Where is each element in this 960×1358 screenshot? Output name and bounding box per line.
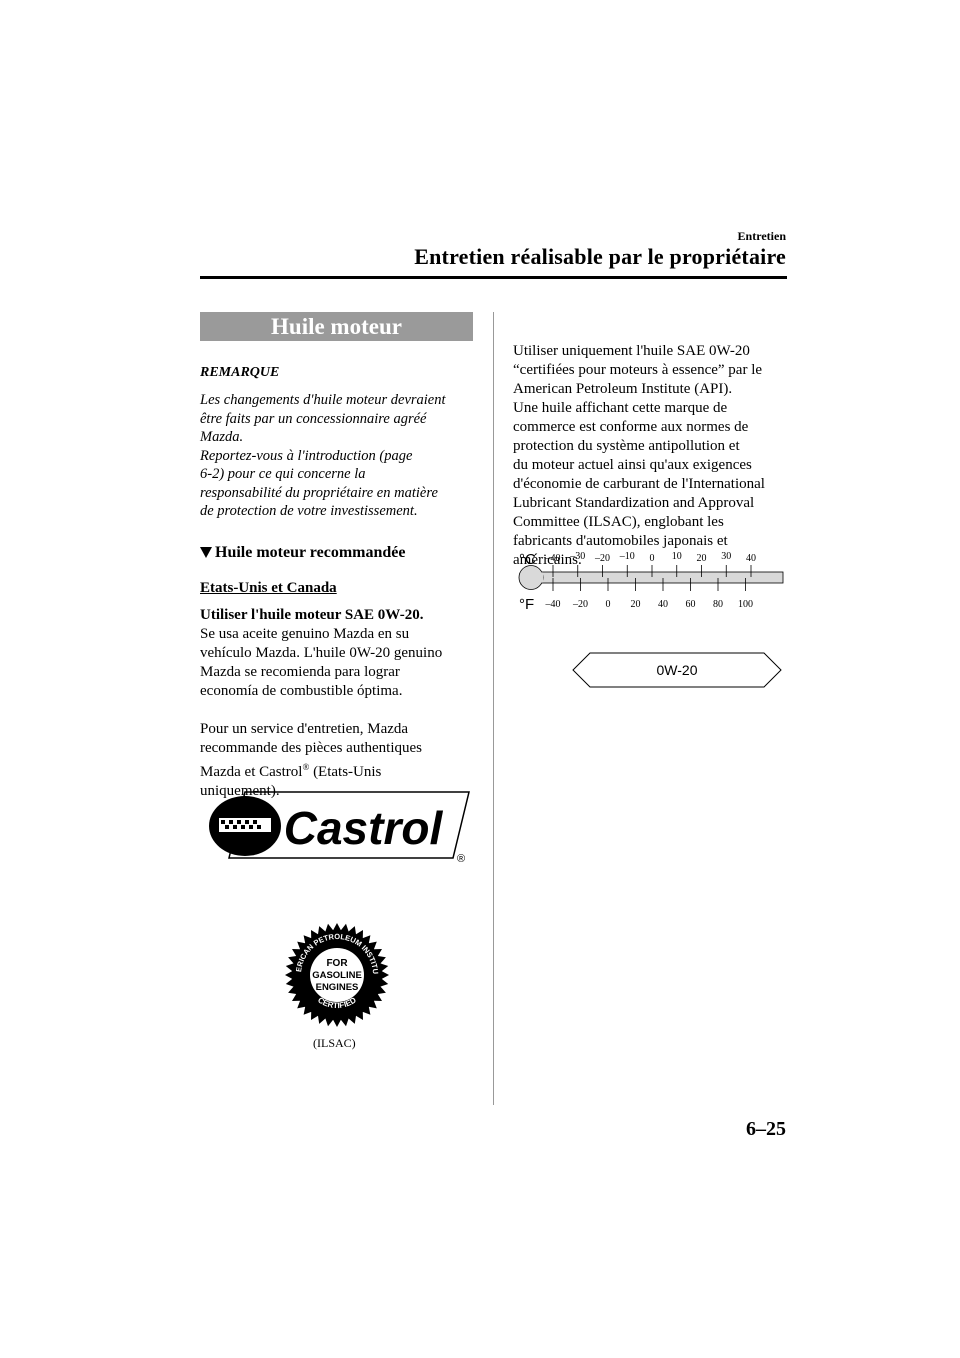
- para-line: Mazda se recomienda para lograr: [200, 663, 400, 680]
- api-ring-text-bottom-path: CERTIFIED: [316, 995, 358, 1010]
- left-column: Huile moteur REMARQUE Les changements d'…: [200, 312, 473, 801]
- para-line: recommande des pièces authentiques: [200, 739, 422, 756]
- api-center-line-3: ENGINES: [316, 982, 359, 993]
- para-line: economía de combustible óptima.: [200, 682, 403, 699]
- body-line: fabricants d'automobiles japonais et: [513, 533, 728, 549]
- api-center-line-1: FOR: [326, 958, 348, 969]
- body-line: “certifiées pour moteurs à essence” par …: [513, 362, 763, 378]
- grade-bar: 0W-20: [572, 652, 782, 688]
- para-line: Mazda et Castrol® (Etats-Unis: [200, 758, 473, 782]
- para-text: (Etats-Unis: [313, 763, 382, 780]
- celsius-tick-label: 20: [697, 553, 707, 564]
- page-title: Entretien réalisable par le propriétaire: [414, 244, 786, 269]
- api-center-line-2: GASOLINE: [312, 970, 362, 981]
- page-number: 6–25: [746, 1118, 786, 1140]
- body-line: American Petroleum Institute (API).: [513, 381, 733, 397]
- note-line: Reportez-vous à l'introduction (page: [200, 447, 413, 464]
- fahrenheit-axis: –40 –20 0 20 40 60 80 100: [545, 578, 753, 610]
- celsius-tick-label: 30: [721, 551, 731, 562]
- celsius-label: °C: [519, 551, 536, 568]
- api-certification-mark: AMERICAN PETROLEUM INSTITUTE CERTIFIED F…: [284, 922, 389, 1027]
- celsius-tick-label: 0: [650, 553, 655, 564]
- castrol-checker: [221, 820, 261, 829]
- fahrenheit-tick-label: 100: [738, 599, 753, 610]
- fahrenheit-tick-label: 80: [713, 599, 723, 610]
- fahrenheit-label: °F: [519, 596, 534, 613]
- ilsac-caption: (ILSAC): [313, 1036, 356, 1050]
- section-banner: Huile moteur: [200, 312, 473, 341]
- note-line: responsabilité du propriétaire en matièr…: [200, 484, 438, 501]
- celsius-tick-label: –10: [619, 551, 635, 562]
- subheading: Huile moteur recommandée: [200, 543, 473, 562]
- thermometer-join: [531, 572, 543, 583]
- grade-range-arrow: [572, 652, 782, 688]
- castrol-logo: Castrol ®: [209, 791, 470, 865]
- oil-spec-line: Utiliser l'huile moteur SAE 0W-20.: [200, 606, 424, 623]
- triangle-bullet-icon: [200, 546, 212, 558]
- body-line: du moteur actuel ainsi qu'aux exigences: [513, 457, 752, 473]
- fahrenheit-tick-label: 60: [686, 599, 696, 610]
- body-line: protection du système antipollution et: [513, 438, 740, 454]
- fahrenheit-tick-label: –40: [545, 599, 561, 610]
- body-line: Lubricant Standardization and Approval: [513, 495, 755, 511]
- right-column: Utiliser uniquement l'huile SAE 0W-20 “c…: [513, 342, 788, 570]
- para-line: Se usa aceite genuino Mazda en su: [200, 625, 410, 642]
- celsius-tick-label: 10: [672, 551, 682, 562]
- header-section: Entretien: [737, 229, 786, 243]
- column-divider: [493, 312, 494, 1105]
- note-line: 6-2) pour ce qui concerne la: [200, 466, 366, 482]
- para-text: Mazda et Castrol: [200, 763, 303, 780]
- thermometer-bar: [528, 571, 784, 584]
- castrol-wordmark: Castrol: [284, 802, 444, 854]
- note-label: REMARQUE: [200, 365, 280, 380]
- celsius-axis: –40 –30 –20 –10 0 10 20 30 40: [545, 551, 756, 577]
- body-line: d'économie de carburant de l'Internation…: [513, 476, 765, 492]
- celsius-tick-label: –20: [594, 553, 610, 564]
- region-heading: Etats-Unis et Canada: [200, 579, 337, 596]
- body-line: Utiliser uniquement l'huile SAE 0W-20: [513, 343, 750, 359]
- subheading-text: Huile moteur recommandée: [215, 543, 406, 561]
- para-line: uniquement).: [200, 782, 280, 799]
- registered-mark: ®: [302, 761, 310, 772]
- note-text: Les changements d'huile moteur devraient…: [200, 391, 473, 521]
- header-rule: [200, 276, 787, 279]
- celsius-tick-label: 40: [746, 553, 756, 564]
- api-center: [310, 948, 364, 1002]
- castrol-registered-mark: ®: [457, 853, 465, 865]
- paragraph-service: Pour un service d'entretien, Mazda recom…: [200, 720, 473, 801]
- note-line: Les changements d'huile moteur devraient: [200, 392, 446, 408]
- viscosity-temperature-chart: °C °F –40 –30 –20 –10 0 10 20 30 40 –40 –20 0 20 40 6…: [518, 551, 784, 688]
- fahrenheit-tick-label: –20: [572, 599, 588, 610]
- grade-label: 0W-20: [657, 662, 698, 678]
- para-line: Pour un service d'entretien, Mazda: [200, 720, 409, 737]
- fahrenheit-tick-label: 40: [658, 599, 668, 610]
- note-line: être faits par un concessionnaire agréé: [200, 410, 427, 427]
- note-line: de protection de votre investissement.: [200, 503, 418, 519]
- celsius-tick-label: –40: [545, 553, 561, 564]
- body-line: Committee (ILSAC), englobant les: [513, 514, 724, 530]
- body-line: Une huile affichant cette marque de: [513, 400, 728, 416]
- paragraph-genuine-oil: Se usa aceite genuino Mazda en su vehícu…: [200, 625, 473, 701]
- note-line: Mazda.: [200, 429, 244, 445]
- body-line: commerce est conforme aux normes de: [513, 419, 749, 435]
- body-line: américains.: [513, 552, 582, 568]
- celsius-tick-label: –30: [569, 551, 585, 562]
- fahrenheit-tick-label: 20: [631, 599, 641, 610]
- api-ring-text-bottom: CERTIFIED: [316, 995, 358, 1010]
- para-line: vehículo Mazda. L'huile 0W-20 genuino: [200, 644, 443, 661]
- fahrenheit-tick-label: 0: [606, 599, 611, 610]
